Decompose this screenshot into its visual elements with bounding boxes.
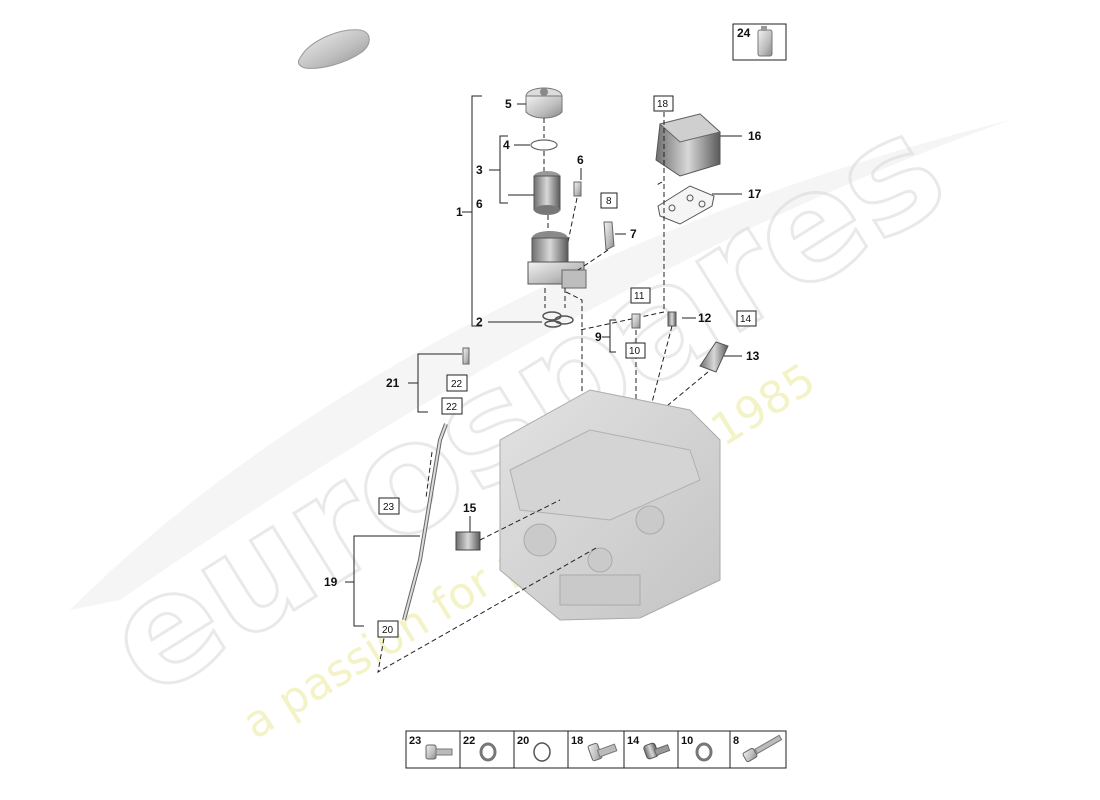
boxed-callout-10[interactable]: 10 bbox=[625, 342, 646, 359]
boxed-callout-11[interactable]: 11 bbox=[630, 287, 651, 304]
svg-text:18: 18 bbox=[657, 99, 669, 110]
callout-9: 9 bbox=[595, 330, 602, 344]
boxed-callout-22-upper[interactable]: 22 bbox=[446, 374, 468, 392]
camshaft-actuator[interactable] bbox=[699, 341, 729, 373]
svg-text:8: 8 bbox=[606, 196, 612, 207]
part-24-box[interactable]: 24 bbox=[732, 23, 787, 61]
bracket-1 bbox=[462, 95, 508, 327]
oil-bottle-icon bbox=[757, 26, 773, 57]
boxed-callout-20[interactable]: 20 bbox=[377, 620, 399, 638]
callout-15: 15 bbox=[463, 501, 477, 515]
watermark-swoosh bbox=[70, 120, 1010, 610]
oil-cooler-gasket[interactable] bbox=[657, 185, 715, 225]
gasket-rings[interactable] bbox=[542, 311, 574, 328]
crankshaft-sensor[interactable] bbox=[455, 531, 481, 551]
flange-bolt-icon bbox=[425, 744, 453, 760]
engine-block bbox=[499, 389, 721, 621]
svg-text:20: 20 bbox=[517, 735, 529, 747]
sensor-12[interactable] bbox=[667, 311, 677, 327]
svg-text:11: 11 bbox=[634, 291, 645, 302]
legend-item-22[interactable]: 22 bbox=[463, 735, 497, 762]
legend-item-14[interactable]: 14 bbox=[627, 735, 671, 760]
oil-filter-element[interactable] bbox=[533, 171, 561, 215]
boxed-callout-22-lower[interactable]: 22 bbox=[441, 397, 463, 415]
svg-text:10: 10 bbox=[629, 346, 641, 357]
callout-12: 12 bbox=[698, 311, 712, 325]
washer-icon bbox=[695, 742, 713, 762]
boxed-callout-8[interactable]: 8 bbox=[600, 192, 618, 209]
legend-item-18[interactable]: 18 bbox=[571, 735, 618, 762]
dipstick-guide-tube[interactable] bbox=[402, 423, 448, 621]
callout-3: 3 bbox=[476, 163, 483, 177]
boxed-callouts: 8 10 11 14 18 20 22 22 bbox=[377, 95, 757, 638]
legend-item-8[interactable]: 8 bbox=[733, 734, 783, 763]
svg-text:22: 22 bbox=[446, 402, 458, 413]
svg-text:18: 18 bbox=[571, 735, 583, 747]
socket-bolt-icon bbox=[643, 742, 671, 760]
callout-19: 19 bbox=[324, 575, 338, 589]
svg-text:23: 23 bbox=[383, 502, 395, 513]
long-bolt-icon bbox=[742, 734, 783, 763]
legend-item-23[interactable]: 23 bbox=[409, 735, 453, 760]
legend-item-10[interactable]: 10 bbox=[681, 735, 713, 762]
callout-6-right: 6 bbox=[577, 153, 584, 167]
o-ring-icon bbox=[533, 742, 551, 762]
svg-text:8: 8 bbox=[733, 735, 739, 747]
leader-lines bbox=[469, 103, 742, 532]
bracket-part-7[interactable] bbox=[603, 221, 615, 251]
oil-filter-housing[interactable] bbox=[527, 231, 587, 289]
pressure-switch-small[interactable] bbox=[573, 181, 582, 197]
boxed-callout-18[interactable]: 18 bbox=[653, 95, 674, 112]
svg-text:14: 14 bbox=[740, 314, 752, 325]
boxed-callout-14[interactable]: 14 bbox=[736, 310, 757, 327]
oil-filter-cap[interactable] bbox=[525, 87, 563, 119]
callout-13: 13 bbox=[746, 349, 760, 363]
legend-item-20[interactable]: 20 bbox=[517, 735, 551, 762]
sensor-9[interactable] bbox=[631, 313, 641, 329]
svg-text:14: 14 bbox=[627, 735, 640, 747]
boxed-callout-23[interactable]: 23 bbox=[378, 497, 400, 515]
svg-text:20: 20 bbox=[382, 625, 394, 636]
callout-2: 2 bbox=[476, 315, 483, 329]
car-silhouette-icon bbox=[297, 29, 370, 69]
callout-17: 17 bbox=[748, 187, 762, 201]
callout-21: 21 bbox=[386, 376, 400, 390]
callout-6-left: 6 bbox=[476, 197, 483, 211]
hex-bolt-icon bbox=[587, 742, 618, 762]
sealing-ring-icon bbox=[479, 742, 497, 762]
svg-text:22: 22 bbox=[463, 735, 475, 747]
callout-4: 4 bbox=[503, 138, 510, 152]
svg-text:23: 23 bbox=[409, 735, 421, 747]
callout-labels: 1 2 3 4 5 6 6 7 9 12 13 15 16 17 19 21 bbox=[324, 97, 762, 589]
callout-1: 1 bbox=[456, 205, 463, 219]
watermark-brand: eurospares bbox=[77, 80, 974, 730]
svg-text:10: 10 bbox=[681, 735, 693, 747]
part-24-number: 24 bbox=[737, 26, 751, 40]
callout-16: 16 bbox=[748, 129, 762, 143]
oil-cooler[interactable] bbox=[655, 113, 722, 177]
fastener-legend: 23 22 20 18 14 bbox=[405, 730, 787, 769]
callout-5: 5 bbox=[505, 97, 512, 111]
dipstick-fitting[interactable] bbox=[462, 347, 470, 365]
callout-7: 7 bbox=[630, 227, 637, 241]
svg-text:22: 22 bbox=[451, 379, 463, 390]
o-ring-seal[interactable] bbox=[530, 139, 558, 151]
